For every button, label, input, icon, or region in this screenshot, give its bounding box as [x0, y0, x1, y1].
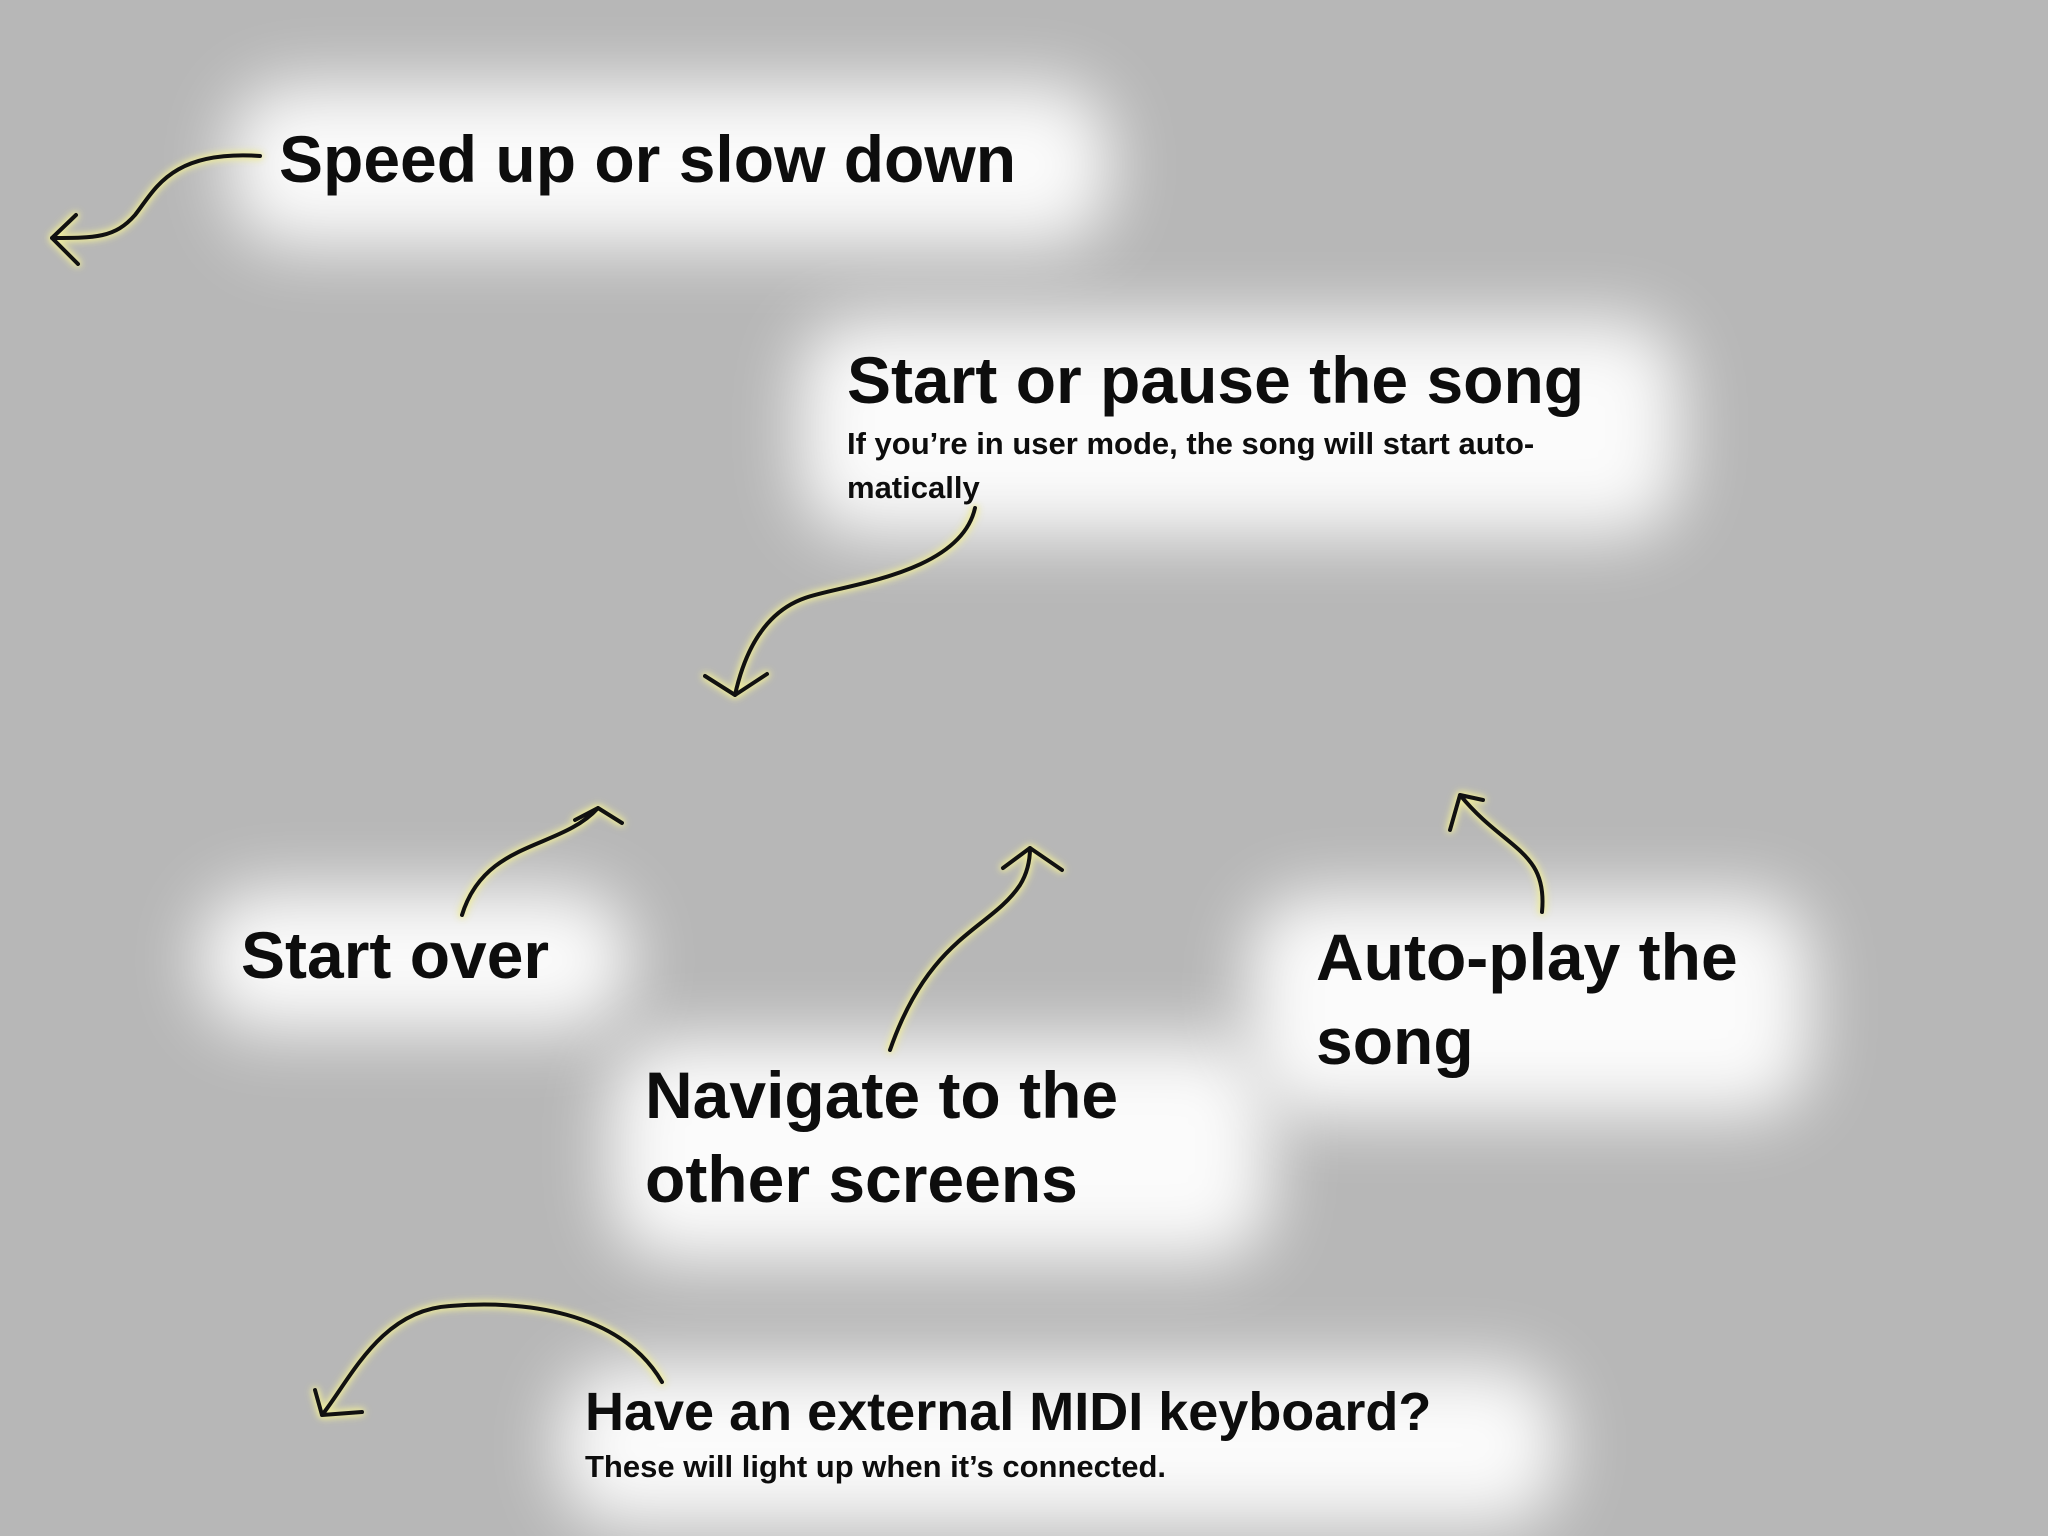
start-pause-subtitle-line1: If you’re in user mode, the song will st…: [847, 426, 1535, 462]
speed-glow: [230, 85, 1110, 245]
start-pause-glow: [800, 320, 1680, 535]
start-pause-subtitle-line2: matically: [847, 469, 980, 505]
navigate-title-line1: Navigate to the: [645, 1058, 1119, 1132]
autoplay-label: Auto-play the song: [1316, 915, 1738, 1084]
arrow-speed-icon: [50, 153, 262, 266]
arrow-navigate-icon: [888, 846, 1064, 1052]
autoplay-title-line2: song: [1316, 1004, 1474, 1079]
start-over-title: Start over: [241, 918, 550, 992]
midi-glow: [560, 1365, 1560, 1525]
midi-subtitle: These will light up when it’s connected.: [585, 1448, 1167, 1484]
start-over-label: Start over: [241, 913, 549, 997]
speed-title: Speed up or slow down: [279, 122, 1017, 196]
arrow-start-over-icon: [460, 806, 624, 917]
start-over-glow: [200, 890, 630, 1030]
navigate-title-line2: other screens: [645, 1142, 1078, 1217]
navigate-glow: [610, 1040, 1270, 1260]
autoplay-title-line1: Auto-play the: [1316, 920, 1738, 994]
autoplay-glow: [1250, 895, 1810, 1115]
arrow-start-pause-icon: [703, 506, 977, 697]
midi-label: Have an external MIDI keyboard? These wi…: [585, 1380, 1431, 1488]
navigate-label: Navigate to the other screens: [645, 1053, 1118, 1222]
midi-title: Have an external MIDI keyboard?: [585, 1382, 1432, 1442]
arrow-midi-icon: [313, 1302, 664, 1417]
start-pause-title: Start or pause the song: [847, 343, 1585, 417]
start-pause-label: Start or pause the song If you’re in use…: [847, 338, 1584, 509]
arrow-autoplay-icon: [1448, 793, 1545, 914]
speed-label: Speed up or slow down: [279, 117, 1016, 201]
